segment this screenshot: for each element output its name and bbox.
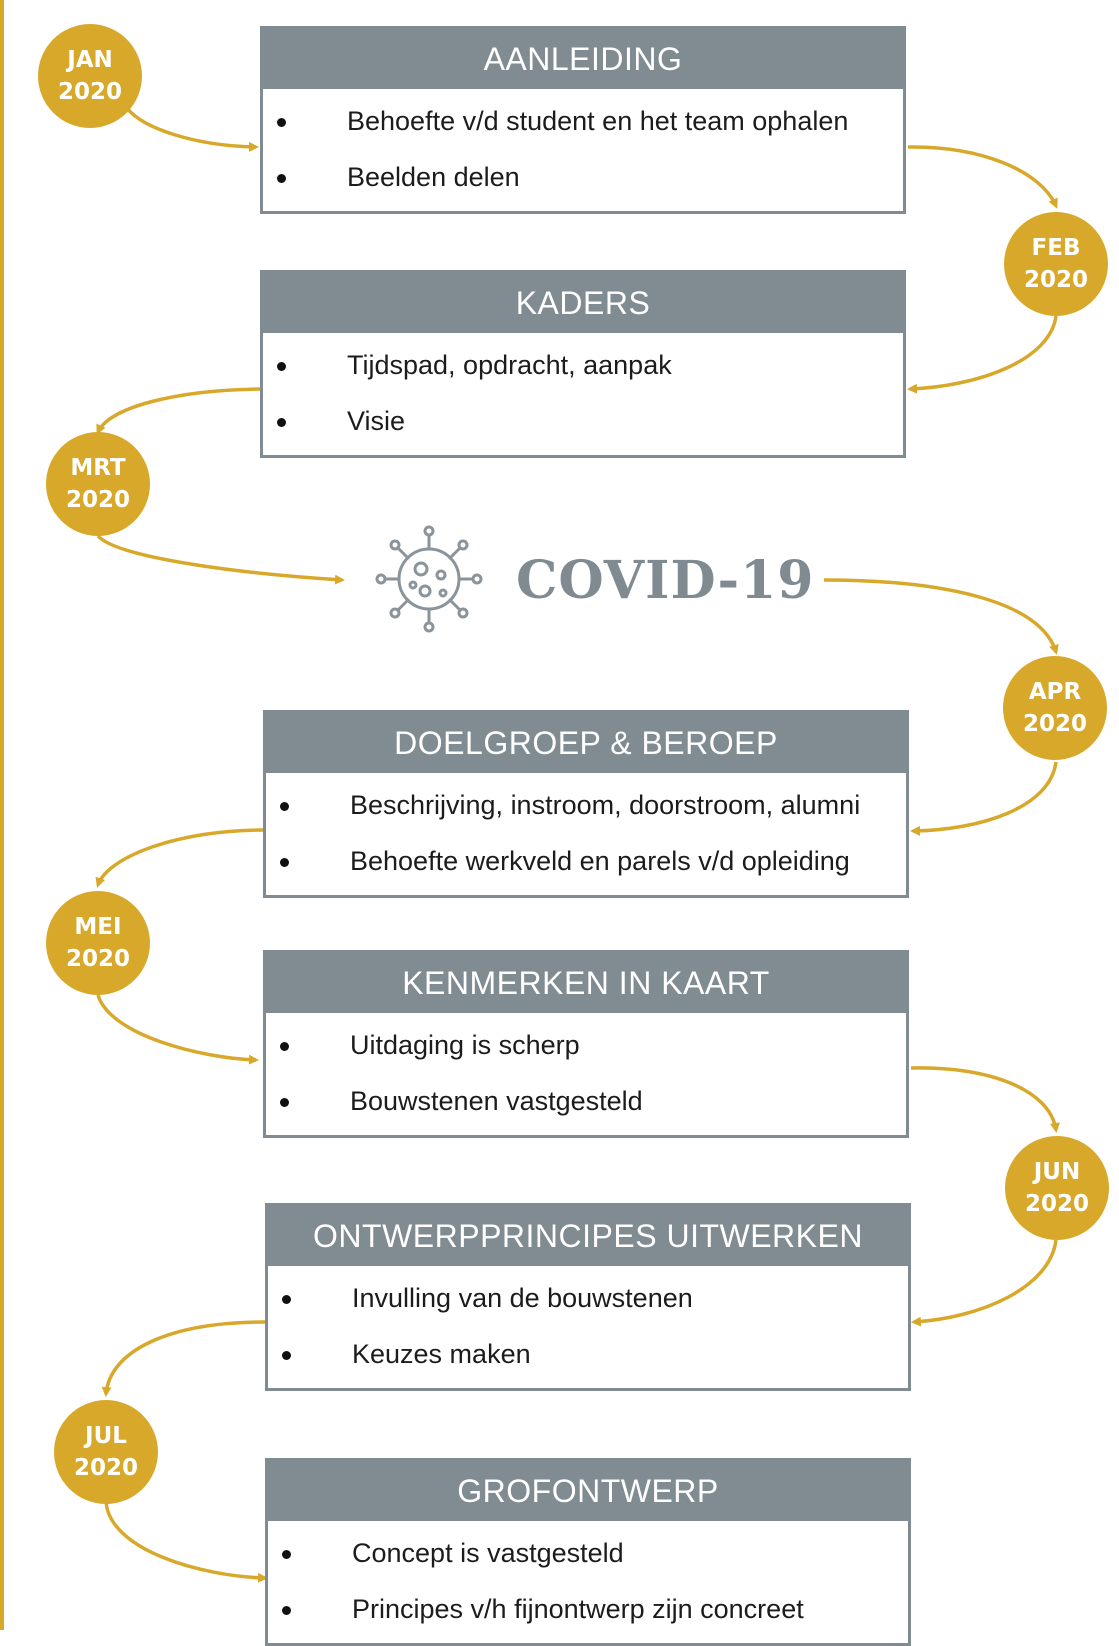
list-item: Principes v/h fijnontwerp zijn concreet	[268, 1581, 908, 1637]
badge-feb: FEB 2020	[1004, 212, 1108, 316]
badge-year: 2020	[73, 1455, 138, 1481]
connector-feb	[907, 315, 1058, 394]
card-title: GROFONTWERP	[268, 1461, 908, 1521]
card-list: Behoefte v/d student en het team ophalen…	[263, 89, 903, 211]
list-item: Beelden delen	[263, 149, 903, 205]
card-grofontwerp: GROFONTWERP Concept is vastgesteld Princ…	[265, 1458, 911, 1646]
connector-doelgroep	[95, 828, 264, 888]
card-list: Uitdaging is scherp Bouwstenen vastgeste…	[266, 1013, 906, 1135]
badge-month: FEB	[1031, 235, 1081, 261]
connector-kenmerken	[910, 1066, 1060, 1133]
card-kaders: KADERS Tijdspad, opdracht, aanpak Visie	[260, 270, 906, 458]
bullet-icon	[277, 418, 286, 427]
badge-jan: JAN 2020	[38, 24, 142, 128]
card-doelgroep: DOELGROEP & BEROEP Beschrijving, instroo…	[263, 710, 909, 898]
bullet-icon	[280, 1098, 289, 1107]
badge-year: 2020	[1023, 267, 1088, 293]
list-item-text: Keuzes maken	[352, 1338, 531, 1369]
bullet-icon	[282, 1606, 291, 1615]
card-list: Invulling van de bouwstenen Keuzes maken	[268, 1266, 908, 1388]
connector-kaders	[96, 387, 261, 435]
card-title: AANLEIDING	[263, 29, 903, 89]
card-aanleiding: AANLEIDING Behoefte v/d student en het t…	[260, 26, 906, 214]
bullet-icon	[282, 1550, 291, 1559]
connector-mei	[96, 994, 259, 1065]
card-title: DOELGROEP & BEROEP	[266, 713, 906, 773]
connector-aanleiding	[907, 145, 1058, 209]
list-item-text: Behoefte werkveld en parels v/d opleidin…	[350, 845, 850, 876]
card-list: Concept is vastgesteld Principes v/h fij…	[268, 1521, 908, 1643]
list-item-text: Behoefte v/d student en het team ophalen	[347, 105, 849, 136]
list-item: Concept is vastgesteld	[268, 1525, 908, 1581]
bullet-icon	[277, 174, 286, 183]
timeline-left-rule	[0, 0, 4, 1630]
list-item-text: Beelden delen	[347, 161, 520, 192]
connector-ontwerp	[101, 1320, 266, 1397]
list-item-text: Bouwstenen vastgesteld	[350, 1085, 643, 1116]
list-item: Behoefte v/d student en het team ophalen	[263, 93, 903, 149]
card-kenmerken: KENMERKEN IN KAART Uitdaging is scherp B…	[263, 950, 909, 1138]
connector-jan	[122, 103, 259, 152]
list-item-text: Tijdspad, opdracht, aanpak	[347, 349, 672, 380]
badge-month: MRT	[70, 455, 126, 481]
badge-month: JUL	[85, 1423, 127, 1449]
list-item-text: Invulling van de bouwstenen	[352, 1282, 693, 1313]
bullet-icon	[280, 1042, 289, 1051]
list-item: Uitdaging is scherp	[266, 1017, 906, 1073]
list-item-text: Visie	[347, 405, 406, 436]
bullet-icon	[280, 858, 289, 867]
bullet-icon	[277, 118, 286, 127]
badge-year: 2020	[57, 79, 122, 105]
card-list: Beschrijving, instroom, doorstroom, alum…	[266, 773, 906, 895]
card-title: ONTWERPPRINCIPES UITWERKEN	[268, 1206, 908, 1266]
badge-year: 2020	[65, 487, 130, 513]
bullet-icon	[282, 1351, 291, 1360]
list-item-text: Principes v/h fijnontwerp zijn concreet	[352, 1593, 804, 1624]
list-item: Visie	[263, 393, 903, 449]
connector-apr	[910, 761, 1058, 836]
bullet-icon	[277, 362, 286, 371]
virus-icon	[375, 525, 483, 633]
bullet-icon	[282, 1295, 291, 1304]
list-item: Tijdspad, opdracht, aanpak	[263, 337, 903, 393]
badge-month: MEI	[74, 914, 122, 940]
connector-jun	[911, 1239, 1058, 1327]
list-item-text: Concept is vastgesteld	[352, 1537, 624, 1568]
badge-month: JAN	[67, 47, 113, 73]
card-title: KADERS	[263, 273, 903, 333]
connector-covid	[823, 578, 1059, 655]
badge-mei: MEI 2020	[46, 891, 150, 995]
badge-jun: JUN 2020	[1005, 1136, 1109, 1240]
list-item-text: Beschrijving, instroom, doorstroom, alum…	[350, 789, 861, 820]
card-ontwerpprincipes: ONTWERPPRINCIPES UITWERKEN Invulling van…	[265, 1203, 911, 1391]
list-item: Keuzes maken	[268, 1326, 908, 1382]
card-title: KENMERKEN IN KAART	[266, 953, 906, 1013]
badge-apr: APR 2020	[1003, 656, 1107, 760]
badge-year: 2020	[65, 946, 130, 972]
connector-mrt	[96, 534, 345, 585]
bullet-icon	[280, 802, 289, 811]
list-item: Beschrijving, instroom, doorstroom, alum…	[266, 777, 906, 833]
list-item: Behoefte werkveld en parels v/d opleidin…	[266, 833, 906, 889]
list-item: Bouwstenen vastgesteld	[266, 1073, 906, 1129]
badge-year: 2020	[1022, 711, 1087, 737]
badge-year: 2020	[1024, 1191, 1089, 1217]
list-item-text: Uitdaging is scherp	[350, 1029, 580, 1060]
list-item: Invulling van de bouwstenen	[268, 1270, 908, 1326]
covid-label: COVID-19	[516, 550, 815, 611]
connector-jul	[104, 1501, 268, 1583]
badge-month: APR	[1028, 679, 1082, 705]
badge-jul: JUL 2020	[54, 1400, 158, 1504]
badge-month: JUN	[1033, 1159, 1081, 1185]
card-list: Tijdspad, opdracht, aanpak Visie	[263, 333, 903, 455]
badge-mrt: MRT 2020	[46, 432, 150, 536]
